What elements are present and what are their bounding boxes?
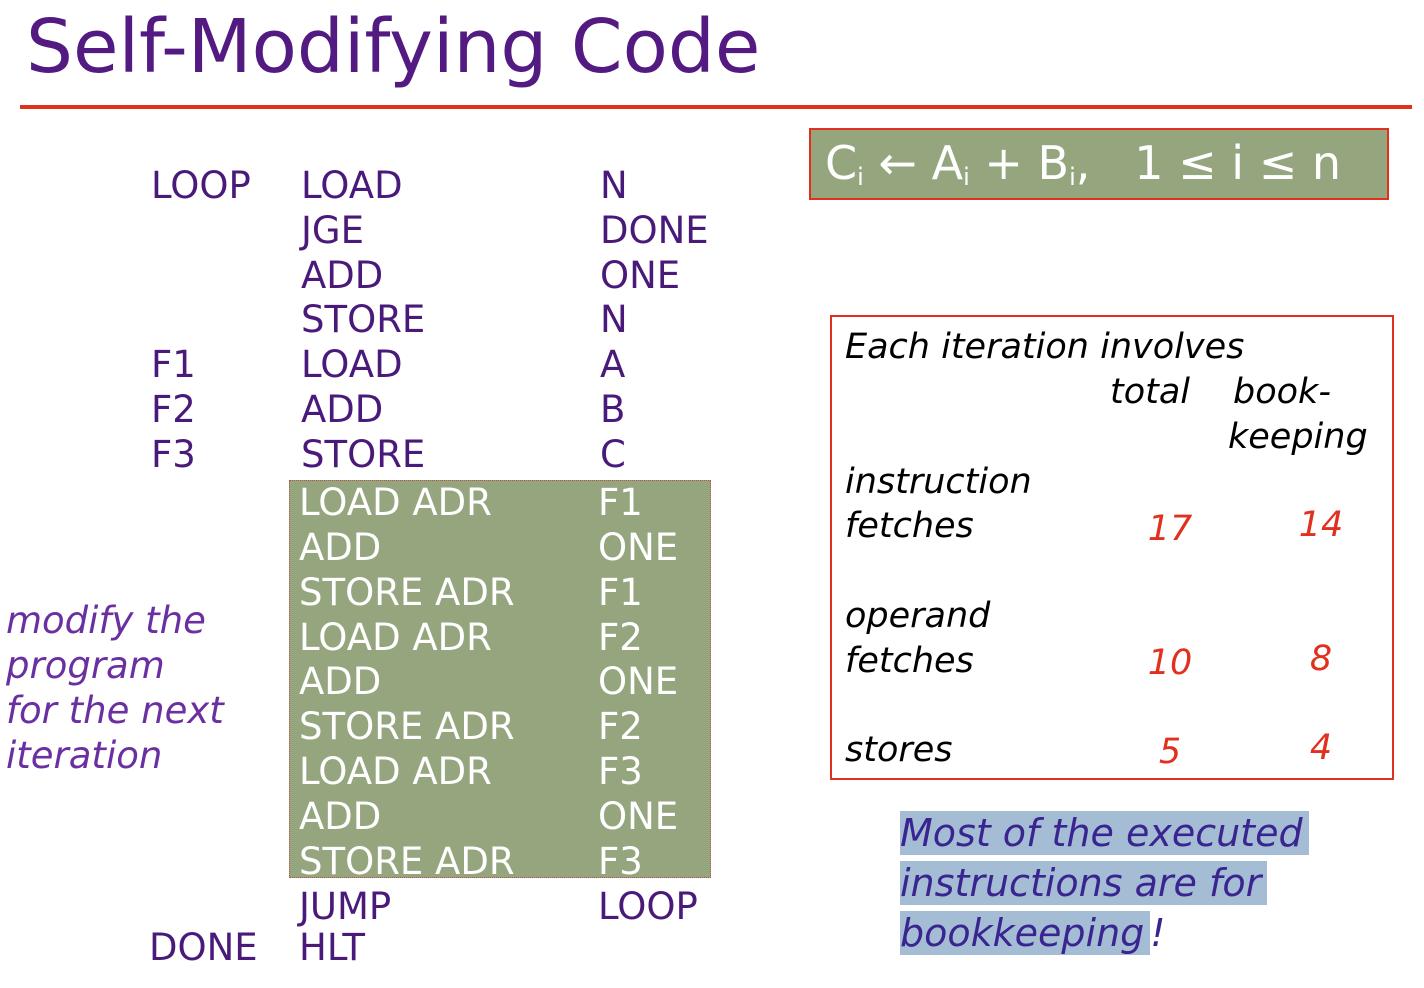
code-arg: C <box>600 433 626 476</box>
formula-b-sub: i <box>1069 163 1076 191</box>
code-arg: F2 <box>598 705 643 748</box>
stats-row-label: fetches <box>845 641 974 681</box>
stats-total-value: 17 <box>1147 509 1193 549</box>
code-arg: DONE <box>600 209 709 252</box>
code-op: STORE ADR <box>299 705 515 748</box>
slide-title: Self-Modifying Code <box>26 4 761 90</box>
formula-box: Ci ← Ai + Bi, 1 ≤ i ≤ n <box>809 128 1389 200</box>
code-op: LOAD <box>301 343 403 386</box>
code-label: F1 <box>151 343 196 386</box>
code-op: LOAD <box>301 164 403 207</box>
formula-a-sub: i <box>963 163 970 191</box>
conclusion-note: Most of the executed instructions are fo… <box>900 808 1309 958</box>
code-arg: B <box>600 388 626 431</box>
code-arg: N <box>600 298 628 341</box>
code-arg: ONE <box>598 526 679 569</box>
side-note: modify the program for the next iteratio… <box>6 599 224 777</box>
code-op: ADD <box>301 254 384 297</box>
code-arg: F3 <box>598 750 643 793</box>
stats-box <box>830 315 1394 780</box>
formula-arrow: ← <box>878 136 917 190</box>
code-arg: F1 <box>598 481 643 524</box>
formula-plus: + <box>984 136 1023 190</box>
formula-c-sub: i <box>857 163 864 191</box>
code-op: LOAD ADR <box>299 481 492 524</box>
formula-c: C <box>825 136 858 190</box>
code-op: STORE <box>301 298 426 341</box>
code-arg: F3 <box>598 840 643 883</box>
formula-b: B <box>1037 136 1070 190</box>
stats-bookkeeping-value: 4 <box>1309 728 1333 768</box>
code-op: STORE <box>301 433 426 476</box>
code-label: DONE <box>149 926 258 969</box>
code-op: LOAD ADR <box>299 750 492 793</box>
code-op: STORE ADR <box>299 840 515 883</box>
conclusion-line: Most of the executed <box>900 811 1309 855</box>
modify-code-region <box>289 480 711 878</box>
code-arg: F1 <box>598 571 643 614</box>
code-op: LOAD ADR <box>299 616 492 659</box>
stats-row-label: fetches <box>845 506 974 546</box>
code-arg: ONE <box>598 795 679 838</box>
code-op: ADD <box>299 526 382 569</box>
code-label: F2 <box>151 388 196 431</box>
code-op: ADD <box>299 660 382 703</box>
conclusion-line: bookkeeping <box>900 911 1151 955</box>
stats-row-label: operand <box>845 596 991 636</box>
code-arg: N <box>600 164 628 207</box>
code-op: HLT <box>299 926 365 969</box>
code-arg: A <box>600 343 626 386</box>
stats-total-value: 5 <box>1158 732 1182 772</box>
code-arg: ONE <box>600 254 681 297</box>
code-op: STORE ADR <box>299 571 515 614</box>
formula-range: , 1 ≤ i ≤ n <box>1075 136 1342 190</box>
code-arg: LOOP <box>598 885 698 928</box>
code-op: ADD <box>299 795 382 838</box>
stats-bookkeeping-value: 14 <box>1298 505 1344 545</box>
code-arg: ONE <box>598 660 679 703</box>
title-divider <box>20 105 1412 109</box>
stats-bookkeeping-value: 8 <box>1309 639 1333 679</box>
code-label: LOOP <box>151 164 251 207</box>
code-arg: F2 <box>598 616 643 659</box>
stats-col-bookkeeping: keeping <box>1228 417 1368 457</box>
stats-row-label: instruction <box>845 462 1032 502</box>
stats-col-bookkeeping: book- <box>1233 372 1331 412</box>
code-label: F3 <box>151 433 196 476</box>
code-op: ADD <box>301 388 384 431</box>
code-op: JUMP <box>299 885 392 928</box>
stats-col-total: total <box>1110 372 1191 412</box>
formula-a: A <box>931 136 964 190</box>
stats-total-value: 10 <box>1147 643 1193 683</box>
stats-heading: Each iteration involves <box>845 327 1245 367</box>
code-op: JGE <box>301 209 364 252</box>
conclusion-exclamation: ! <box>1150 911 1166 955</box>
conclusion-line: instructions are for <box>900 861 1268 905</box>
stats-row-label: stores <box>845 730 953 770</box>
